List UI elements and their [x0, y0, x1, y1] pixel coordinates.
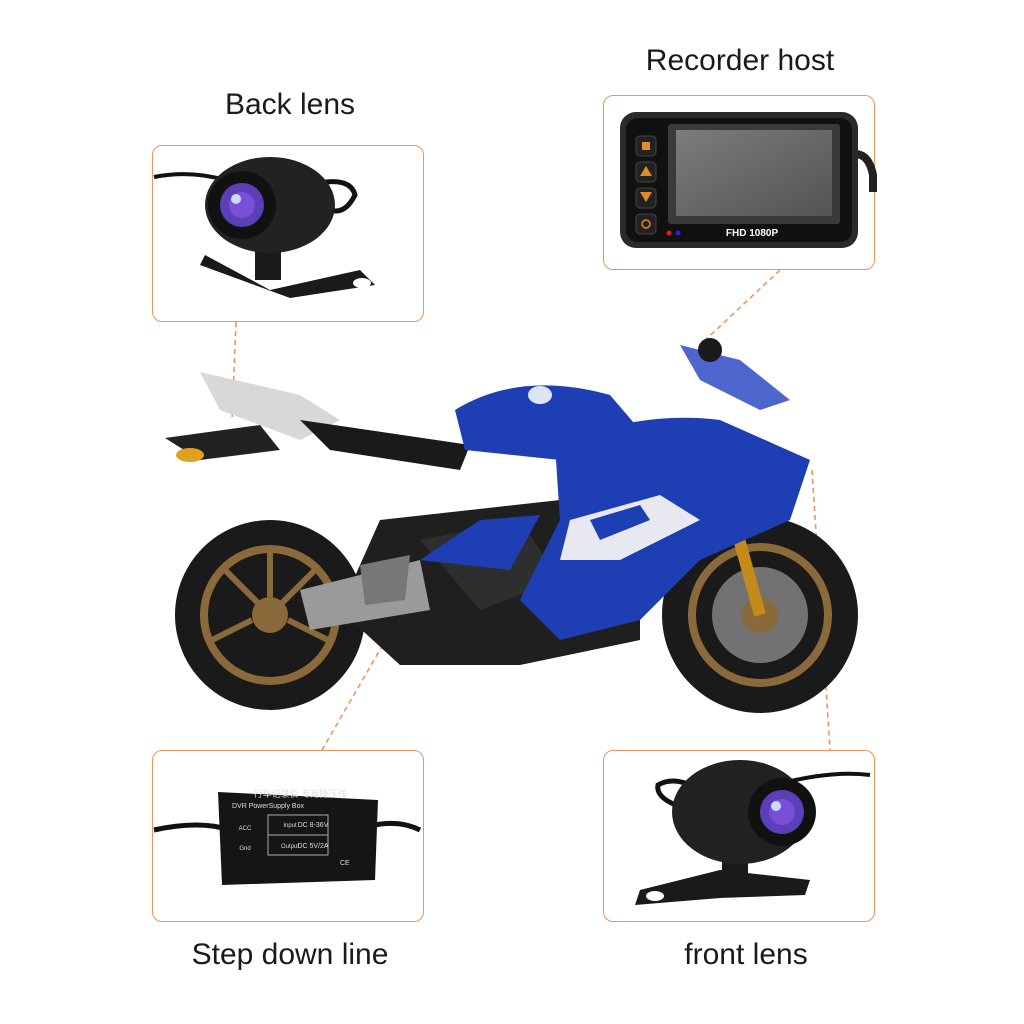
back-lens-camera-icon	[153, 157, 375, 298]
svg-text:CE: CE	[340, 860, 350, 867]
motorcycle-icon	[165, 338, 858, 713]
front-lens-camera-icon	[635, 760, 871, 905]
front-lens-label: front lens	[684, 938, 808, 971]
step-down-converter-icon: 行车记录仪 专用降压线 DVR PowerSupply Box Input DC…	[153, 788, 422, 885]
step-down-line-frame	[152, 750, 424, 922]
step-down-acc-label: ACC	[239, 826, 252, 832]
recorder-buttons	[635, 135, 657, 235]
step-down-input-value: DC 8-36V	[298, 822, 329, 829]
step-down-input-label: Input	[283, 823, 297, 829]
step-down-output-value: DC 5V/2A	[297, 843, 328, 850]
step-down-line-label: Step down line	[191, 938, 389, 971]
recorder-host-device-icon: FHD 1080P	[620, 112, 877, 248]
step-down-gnd-label: Gnd	[239, 846, 250, 852]
recorder-host-label: Recorder host	[645, 44, 835, 77]
recorder-host-callout	[699, 269, 781, 346]
front-lens-callout	[811, 469, 831, 751]
step-down-english-title: DVR PowerSupply Box	[232, 803, 304, 810]
step-down-output-label: Output	[281, 844, 299, 850]
recorder-screen-label: FHD 1080P	[726, 228, 779, 239]
step-down-chinese-title: 行车记录仪 专用降压线	[254, 788, 347, 800]
back-lens-label: Back lens	[224, 88, 356, 121]
